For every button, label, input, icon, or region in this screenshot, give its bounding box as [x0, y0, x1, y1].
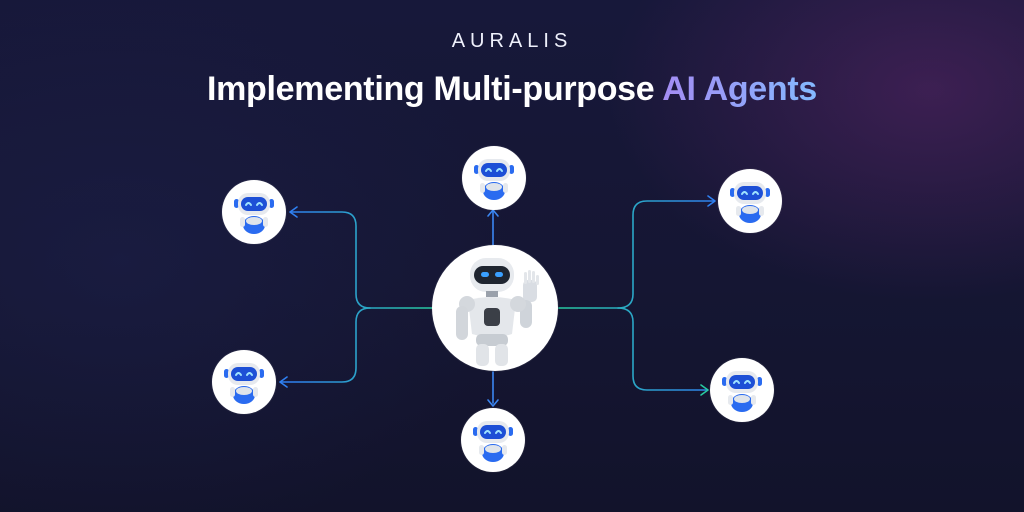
- agent-bottom: [461, 408, 525, 472]
- small-robot-icon: [222, 359, 266, 405]
- agent-top: [462, 146, 526, 210]
- connector-upper-left: [291, 211, 371, 309]
- small-robot-icon: [720, 367, 764, 413]
- hub-node: [432, 245, 558, 371]
- small-robot-icon: [232, 189, 276, 235]
- brand-logo: AURALIS: [451, 30, 573, 52]
- small-robot-icon: [472, 155, 516, 201]
- arrowhead-upper-right: [707, 195, 716, 207]
- arrowhead-lower-right: [700, 384, 709, 396]
- agent-lower-right: [710, 358, 774, 422]
- agent-lower-left: [212, 350, 276, 414]
- headline-highlight: AI Agents: [662, 70, 818, 108]
- connector-upper-right: [617, 200, 714, 309]
- small-robot-icon: [728, 178, 772, 224]
- headline: Implementing Multi-purpose AI Agents: [0, 70, 1024, 109]
- agent-upper-left: [222, 180, 286, 244]
- small-robot-icon: [471, 417, 515, 463]
- humanoid-robot-waving-icon: [440, 250, 550, 366]
- arrowhead-lower-left: [279, 376, 288, 388]
- arrowhead-bottom: [487, 399, 499, 407]
- arrowhead-upper-left: [289, 206, 298, 218]
- connector-lower-left: [281, 307, 371, 383]
- headline-text: Implementing Multi-purpose: [206, 70, 663, 108]
- agent-upper-right: [718, 169, 782, 233]
- arrowhead-top: [487, 209, 499, 217]
- connector-lower-right: [617, 307, 707, 391]
